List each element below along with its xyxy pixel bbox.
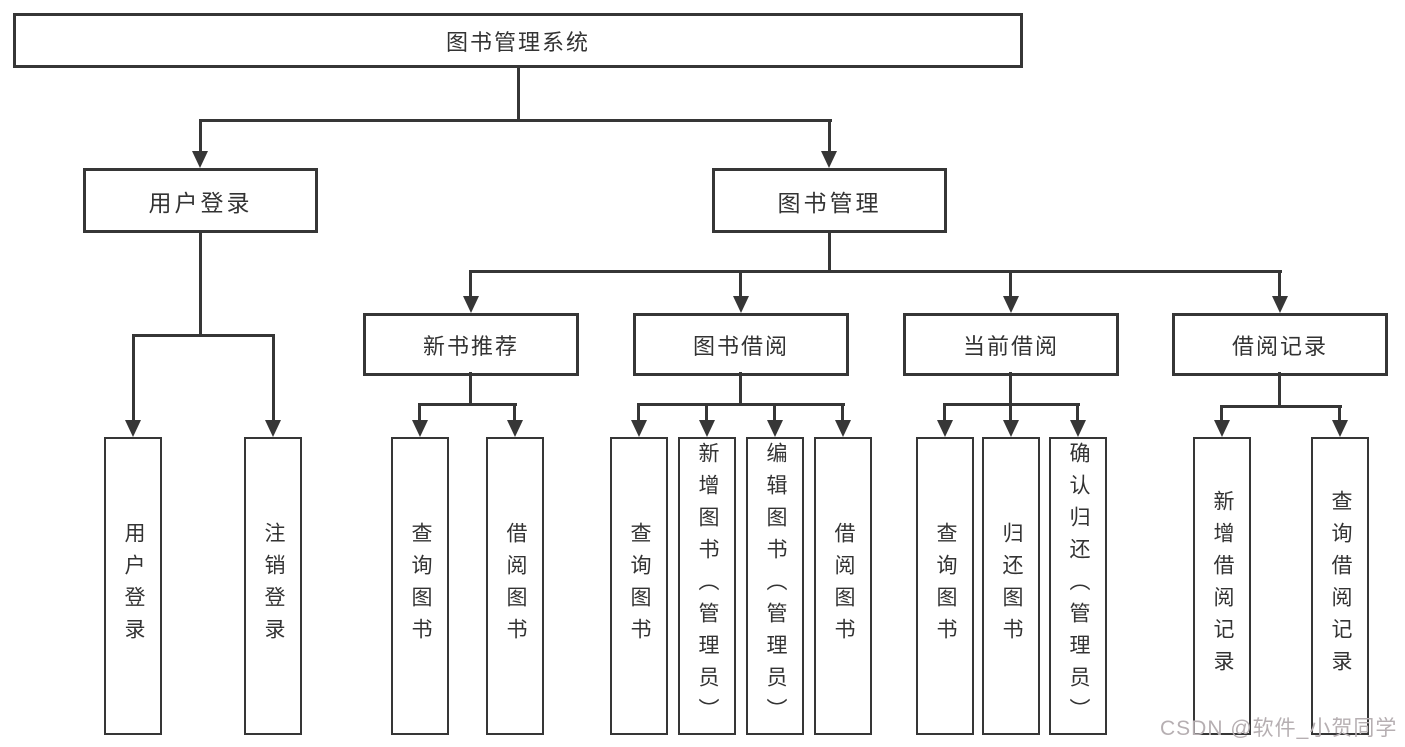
node-current-borrowing-label: 当前借阅 [962,333,1059,359]
arrow-down-borrow-record [1272,296,1288,313]
connector-stem-current-borrow [1009,270,1012,300]
leaf-query-books-recommend-label: 查询图书 [409,522,433,650]
connector-stem-leaf-logout [272,334,275,424]
leaf-query-books-current: 查询图书 [916,437,974,735]
arrow-down-nb-borrow [507,420,523,437]
leaf-query-books-borrowing: 查询图书 [610,437,668,735]
leaf-borrow-books-recommend: 借阅图书 [486,437,544,735]
arrow-down-br-query [1332,420,1348,437]
leaf-add-borrow-record-label: 新增借阅记录 [1211,490,1235,682]
leaf-query-borrow-record: 查询借阅记录 [1311,437,1369,735]
leaf-edit-book-admin-label: 编辑图书（管理员） [764,442,788,730]
arrow-down-nb-query [412,420,428,437]
leaf-borrow-books-borrowing-label: 借阅图书 [832,522,856,650]
arrow-down-cb-query [937,420,953,437]
node-book-borrowing-label: 图书借阅 [692,333,789,359]
leaf-add-book-admin-label: 新增图书（管理员） [696,442,720,730]
connector-stem-leaf-login [132,334,135,424]
connector-stem-nb-query [418,403,421,424]
leaf-add-book-admin: 新增图书（管理员） [678,437,736,735]
arrow-down-cb-return [1003,420,1019,437]
leaf-query-books-borrowing-label: 查询图书 [628,522,652,650]
leaf-query-books-current-label: 查询图书 [934,522,958,650]
connector-stem-br-query [1338,405,1341,424]
connector-currentborrow-stub [1009,372,1012,406]
node-borrow-records-label: 借阅记录 [1231,333,1328,359]
connector-borrowrecord-rail [1220,405,1342,408]
leaf-logout: 注销登录 [244,437,302,735]
arrow-down-cb-confirm [1070,420,1086,437]
node-book-management-label: 图书管理 [777,189,882,216]
node-book-management: 图书管理 [712,168,947,233]
node-book-borrowing: 图书借阅 [633,313,849,376]
connector-bookborrow-rail [637,403,845,406]
node-root: 图书管理系统 [13,13,1023,68]
node-borrow-records: 借阅记录 [1172,313,1388,376]
connector-stem-book-borrow [739,270,742,300]
arrow-down-bb-add [699,420,715,437]
connector-stem-bb-add [705,403,708,424]
node-root-label: 图书管理系统 [445,29,590,55]
node-new-book-recommend: 新书推荐 [363,313,579,376]
node-user-login-label: 用户登录 [148,189,253,216]
connector-stem-bb-edit [773,403,776,424]
connector-user-rail [132,334,275,337]
arrow-down-bb-edit [767,420,783,437]
leaf-confirm-return-admin-label: 确认归还（管理员） [1067,442,1091,730]
leaf-edit-book-admin: 编辑图书（管理员） [746,437,804,735]
arrow-down-book-mgmt [821,151,837,168]
leaf-borrow-books-recommend-label: 借阅图书 [504,522,528,650]
connector-bookmgmt-stub [828,231,831,273]
leaf-confirm-return-admin: 确认归还（管理员） [1049,437,1107,735]
arrow-down-new-book [463,296,479,313]
leaf-return-book: 归还图书 [982,437,1040,735]
connector-stem-new-book [469,270,472,300]
connector-stem-cb-query [943,403,946,424]
arrow-down-current-borrow [1003,296,1019,313]
leaf-return-book-label: 归还图书 [1000,522,1024,650]
arrow-down-user-login [192,151,208,168]
connector-stem-user-login [199,119,202,155]
connector-bookborrow-stub [739,372,742,406]
connector-borrowrecord-stub [1278,372,1281,408]
arrow-down-br-add [1214,420,1230,437]
arrow-down-leaf-login [125,420,141,437]
leaf-user-login-label: 用户登录 [122,522,146,650]
connector-user-stub [199,231,202,337]
node-user-login: 用户登录 [83,168,318,233]
leaf-borrow-books-borrowing: 借阅图书 [814,437,872,735]
connector-stem-cb-return [1009,403,1012,424]
arrow-down-bb-borrow [835,420,851,437]
connector-root-stub [517,66,520,122]
connector-stem-nb-borrow [513,403,516,424]
connector-level3-rail [469,270,1282,273]
leaf-query-borrow-record-label: 查询借阅记录 [1329,490,1353,682]
connector-stem-bb-query [637,403,640,424]
connector-stem-book-mgmt [828,119,831,155]
connector-stem-bb-borrow [841,403,844,424]
leaf-logout-label: 注销登录 [262,522,286,650]
arrow-down-bb-query [631,420,647,437]
arrow-down-book-borrow [733,296,749,313]
node-current-borrowing: 当前借阅 [903,313,1119,376]
connector-level2-rail [199,119,832,122]
arrow-down-leaf-logout [265,420,281,437]
connector-stem-br-add [1220,405,1223,424]
leaf-add-borrow-record: 新增借阅记录 [1193,437,1251,735]
connector-stem-cb-confirm [1076,403,1079,424]
connector-stem-borrow-record [1278,270,1281,300]
leaf-user-login: 用户登录 [104,437,162,735]
node-new-book-recommend-label: 新书推荐 [422,333,519,359]
watermark: CSDN @软件_小贺同学 [1160,717,1398,740]
connector-newbook-rail [418,403,517,406]
leaf-query-books-recommend: 查询图书 [391,437,449,735]
connector-newbook-stub [469,372,472,406]
